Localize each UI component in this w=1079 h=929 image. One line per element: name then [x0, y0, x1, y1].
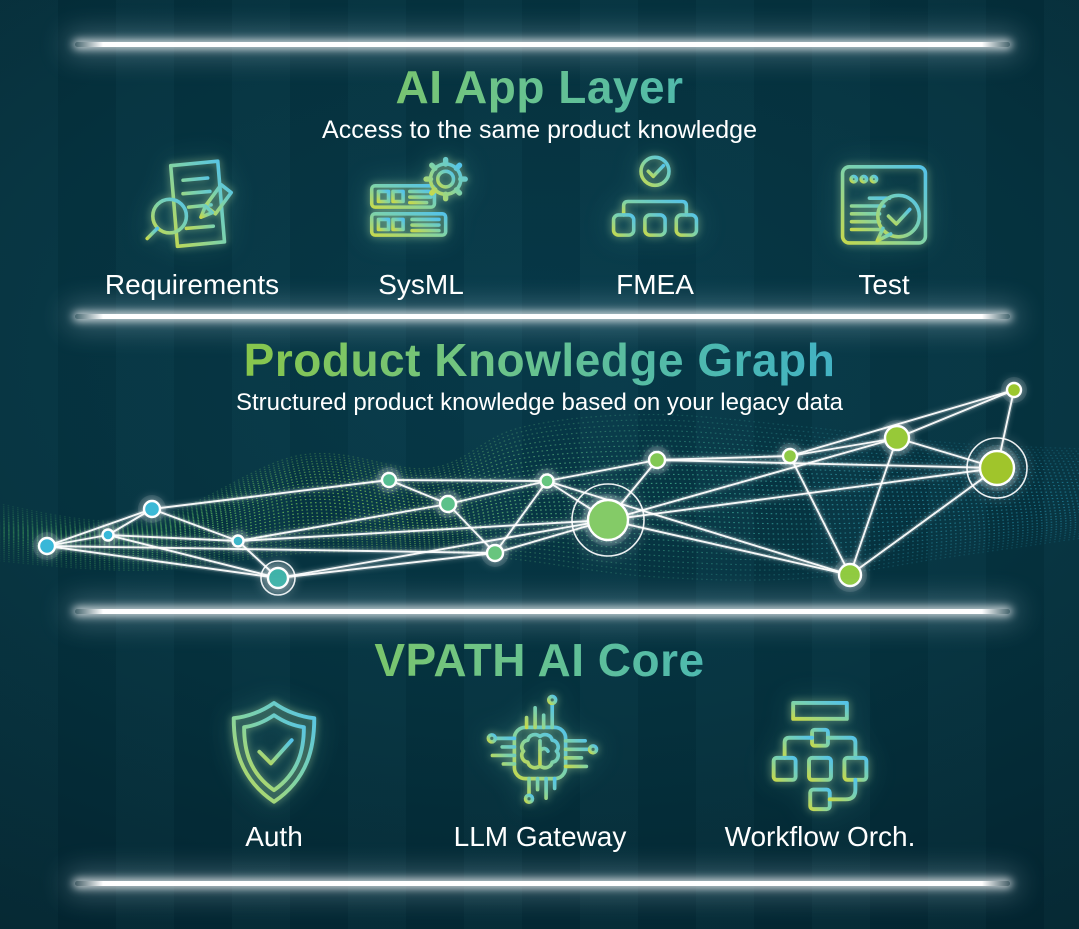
knowledge-graph-title: Product Knowledge Graph [0, 333, 1079, 387]
auth-label: Auth [245, 821, 303, 852]
requirements-icon [145, 159, 233, 249]
test-icon [840, 165, 928, 245]
app-item-test: Test [764, 150, 1004, 301]
fmea-icon [611, 155, 699, 237]
sysml-icon [369, 156, 468, 237]
knowledge-graph-subtitle: Structured product knowledge based on yo… [235, 389, 844, 416]
requirements-label: Requirements [104, 269, 280, 300]
app-item-fmea: FMEA [535, 150, 775, 301]
graph-edges [46, 389, 1015, 579]
fmea-label: FMEA [616, 269, 694, 300]
knowledge-graph-canvas [0, 377, 1079, 596]
workflow-label: Workflow Orch. [724, 821, 916, 852]
test-label: Test [858, 269, 910, 300]
sysml-label: SysML [378, 269, 464, 300]
vpath-core-title: VPATH AI Core [0, 633, 1079, 687]
divider-top [75, 42, 1010, 47]
llm-gateway-label: LLM Gateway [453, 821, 627, 852]
graph-nodes [33, 377, 1028, 596]
auth-shield-icon [231, 701, 317, 804]
app-item-requirements: Requirements [72, 150, 312, 301]
core-item-workflow: Workflow Orch. [670, 692, 970, 853]
core-item-llm-gateway: LLM Gateway [390, 692, 690, 853]
ai-app-layer-subtitle: Access to the same product knowledge [322, 116, 757, 144]
llm-gateway-chip-icon [486, 694, 599, 804]
divider-bottom [75, 881, 1010, 886]
divider-graph-core [75, 609, 1010, 614]
wave-mesh [0, 413, 1079, 581]
divider-app-graph [75, 314, 1010, 319]
ai-app-layer-title: AI App Layer [0, 60, 1079, 114]
workflow-orchestration-icon [771, 701, 869, 812]
core-item-auth: Auth [124, 692, 424, 853]
app-item-sysml: SysML [301, 150, 541, 301]
